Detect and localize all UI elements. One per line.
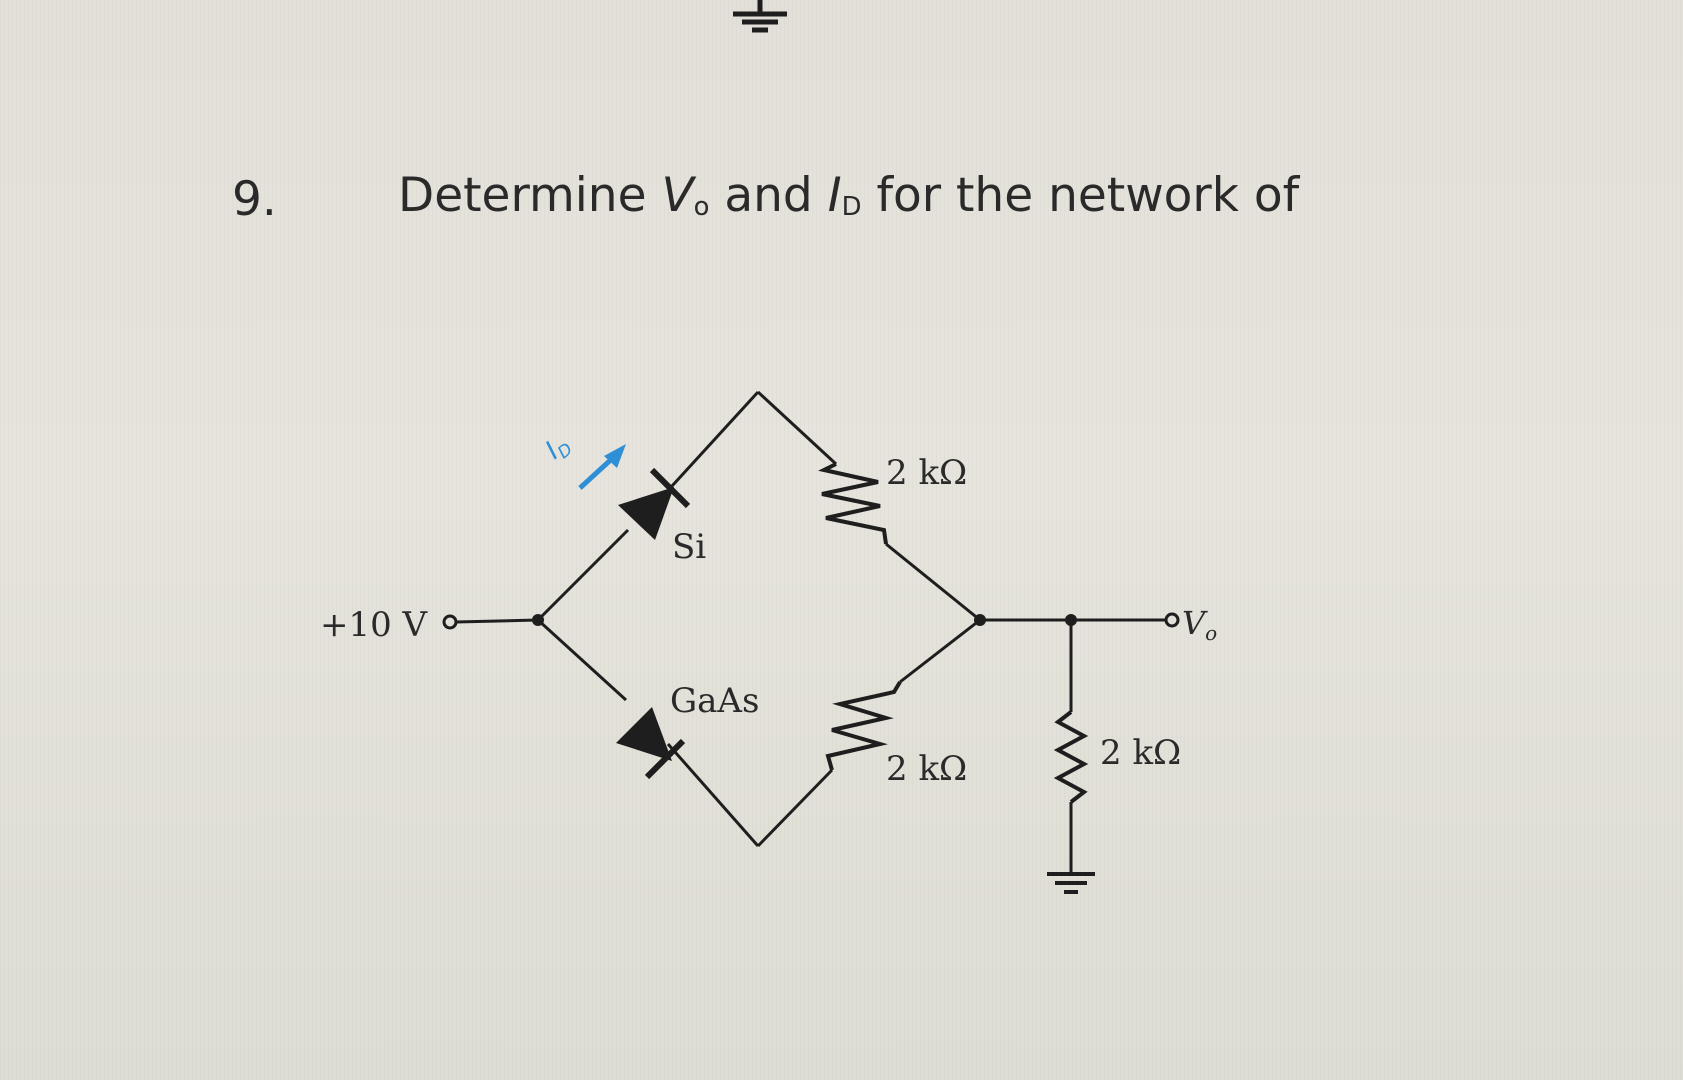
resistor-bottom-icon — [825, 680, 902, 771]
resistor-load-label: 2 kΩ — [1100, 733, 1181, 773]
id-symbol: I — [827, 168, 842, 223]
vo-subscript: o — [693, 191, 710, 222]
si-diode-icon — [618, 467, 691, 540]
gaas-diode-label: GaAs — [670, 681, 759, 721]
current-arrow-icon — [578, 444, 626, 490]
load-resistor-icon — [1053, 710, 1089, 804]
resistor-bottom-label: 2 kΩ — [886, 749, 967, 789]
load-resistor-branch — [1053, 620, 1089, 874]
gaas-diode-branch — [536, 618, 760, 847]
output-label: Vo — [1182, 604, 1217, 645]
source-label: +10 V — [320, 605, 429, 645]
id-subscript: D — [841, 191, 862, 222]
top-ground-icon — [733, 0, 787, 33]
output-terminal — [1164, 612, 1180, 628]
si-diode-branch — [536, 390, 760, 622]
question-suffix: for the network of — [861, 168, 1300, 223]
current-label: ID — [540, 429, 577, 468]
resistor-top-branch — [756, 390, 981, 622]
ground-icon — [1047, 872, 1095, 894]
question-number: 9. — [232, 172, 277, 227]
question-mid: and — [709, 168, 828, 223]
question-text: Determine Vo and ID for the network of — [398, 168, 1299, 223]
resistor-top-label: 2 kΩ — [886, 453, 967, 493]
question-prefix: Determine — [398, 168, 662, 223]
resistor-top-icon — [818, 462, 888, 545]
input-terminal — [442, 614, 458, 630]
si-diode-label: Si — [672, 527, 706, 567]
gaas-diode-icon — [616, 707, 686, 780]
input-wire — [455, 618, 539, 624]
vo-symbol: V — [661, 168, 694, 223]
resistor-bottom-branch — [756, 618, 981, 848]
